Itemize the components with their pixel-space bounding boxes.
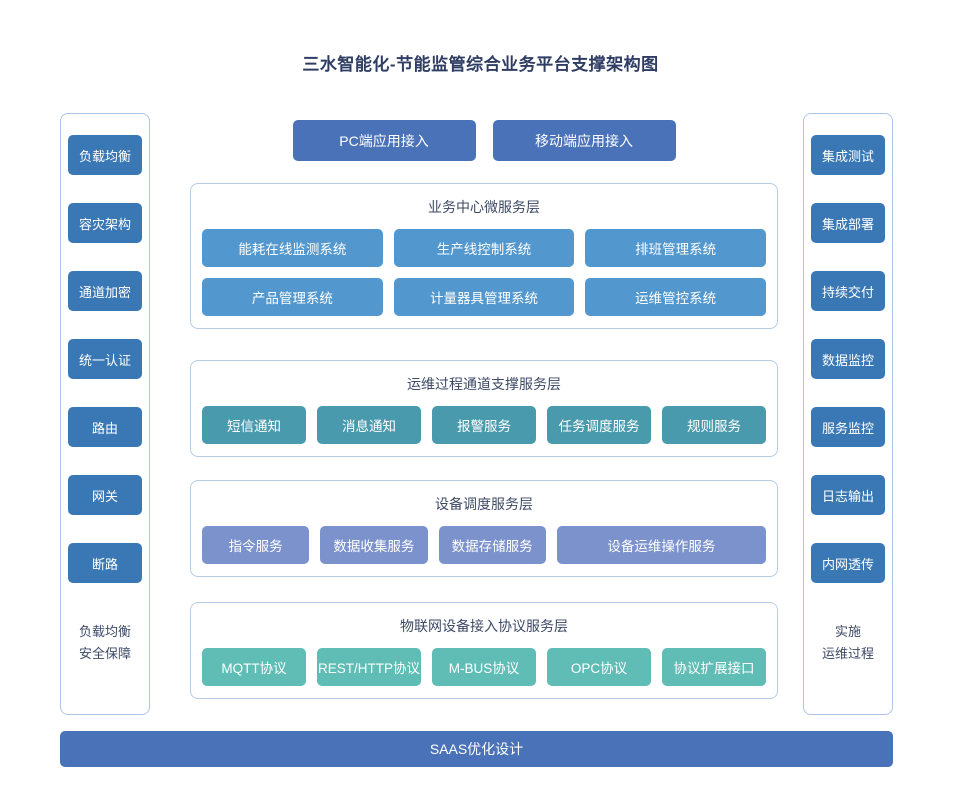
sidebar-item-unified-auth[interactable]: 统一认证	[68, 339, 142, 379]
cell-message-notification[interactable]: 消息通知	[317, 406, 421, 444]
cell-alarm-service[interactable]: 报警服务	[432, 406, 536, 444]
right-sidebar-footer-line2: 运维过程	[821, 646, 874, 661]
layer-business-row-2: 产品管理系统 计量器具管理系统 运维管控系统	[202, 278, 767, 316]
cell-command-service[interactable]: 指令服务	[202, 526, 310, 564]
cell-data-storage-service[interactable]: 数据存储服务	[438, 526, 546, 564]
right-sidebar: 集成测试 集成部署 持续交付 数据监控 服务监控 日志输出 内网透传 实施 运维…	[803, 113, 893, 715]
sidebar-item-circuit-breaker[interactable]: 断路	[68, 543, 142, 583]
layer-business-row-1: 能耗在线监测系统 生产线控制系统 排班管理系统	[202, 229, 767, 267]
cell-shift-management-system[interactable]: 排班管理系统	[585, 229, 767, 267]
sidebar-item-channel-encryption[interactable]: 通道加密	[68, 271, 142, 311]
layer-device-row: 指令服务 数据收集服务 数据存储服务 设备运维操作服务	[202, 526, 766, 564]
layer-protocol-row: MQTT协议 REST/HTTP协议 M-BUS协议 OPC协议 协议扩展接口	[202, 648, 766, 686]
right-sidebar-footer-line1: 实施	[834, 624, 861, 639]
left-sidebar-footer: 负载均衡 安全保障	[79, 621, 131, 665]
cell-data-collection-service[interactable]: 数据收集服务	[320, 526, 428, 564]
access-button-pc[interactable]: PC端应用接入	[292, 120, 476, 161]
sidebar-item-intranet-passthrough[interactable]: 内网透传	[811, 543, 885, 583]
sidebar-item-integration-deployment[interactable]: 集成部署	[811, 203, 885, 243]
layer-device-title: 设备调度服务层	[435, 496, 533, 512]
sidebar-item-continuous-delivery[interactable]: 持续交付	[811, 271, 885, 311]
sidebar-item-routing[interactable]: 路由	[68, 407, 142, 447]
cell-product-management-system[interactable]: 产品管理系统	[202, 278, 383, 316]
sidebar-item-log-output[interactable]: 日志输出	[811, 475, 885, 515]
cell-mqtt-protocol[interactable]: MQTT协议	[202, 648, 306, 686]
cell-protocol-extension-interface[interactable]: 协议扩展接口	[662, 648, 766, 686]
left-sidebar-footer-line1: 负载均衡	[78, 624, 131, 639]
layer-device-scheduling: 设备调度服务层 指令服务 数据收集服务 数据存储服务 设备运维操作服务	[190, 480, 778, 577]
sidebar-item-disaster-recovery[interactable]: 容灾架构	[68, 203, 142, 243]
cell-operations-control-system[interactable]: 运维管控系统	[585, 278, 767, 316]
cell-metering-instrument-management-system[interactable]: 计量器具管理系统	[393, 278, 575, 316]
layer-protocol-title: 物联网设备接入协议服务层	[400, 618, 568, 634]
layer-ops-title: 运维过程通道支撑服务层	[407, 376, 561, 392]
sidebar-item-data-monitoring[interactable]: 数据监控	[811, 339, 885, 379]
access-button-mobile[interactable]: 移动端应用接入	[492, 120, 676, 161]
cell-sms-notification[interactable]: 短信通知	[202, 406, 306, 444]
layer-iot-protocol: 物联网设备接入协议服务层 MQTT协议 REST/HTTP协议 M-BUS协议 …	[190, 602, 778, 699]
layer-business-title: 业务中心微服务层	[428, 199, 540, 215]
sidebar-item-gateway[interactable]: 网关	[68, 475, 142, 515]
cell-rule-service[interactable]: 规则服务	[662, 406, 766, 444]
cell-opc-protocol[interactable]: OPC协议	[547, 648, 651, 686]
right-sidebar-footer: 实施 运维过程	[822, 621, 874, 665]
layer-ops-row: 短信通知 消息通知 报警服务 任务调度服务 规则服务	[202, 406, 766, 444]
cell-device-ops-operation-service[interactable]: 设备运维操作服务	[556, 526, 766, 564]
cell-mbus-protocol[interactable]: M-BUS协议	[432, 648, 536, 686]
left-sidebar: 负载均衡 容灾架构 通道加密 统一认证 路由 网关 断路 负载均衡 安全保障	[60, 113, 150, 715]
sidebar-item-integration-testing[interactable]: 集成测试	[811, 135, 885, 175]
bottom-bar-saas[interactable]: SAAS优化设计	[60, 731, 893, 767]
cell-production-line-control-system[interactable]: 生产线控制系统	[393, 229, 575, 267]
layer-business-microservice: 业务中心微服务层 能耗在线监测系统 生产线控制系统 排班管理系统 产品管理系统 …	[190, 183, 778, 329]
cell-energy-monitoring-system[interactable]: 能耗在线监测系统	[202, 229, 383, 267]
left-sidebar-footer-line2: 安全保障	[78, 646, 131, 661]
cell-rest-http-protocol[interactable]: REST/HTTP协议	[317, 648, 421, 686]
sidebar-item-service-monitoring[interactable]: 服务监控	[811, 407, 885, 447]
page-title: 三水智能化-节能监管综合业务平台支撑架构图	[302, 55, 659, 74]
cell-task-scheduling-service[interactable]: 任务调度服务	[547, 406, 651, 444]
sidebar-item-load-balancing[interactable]: 负载均衡	[68, 135, 142, 175]
access-button-row: PC端应用接入 移动端应用接入	[190, 120, 778, 161]
layer-ops-channel-support: 运维过程通道支撑服务层 短信通知 消息通知 报警服务 任务调度服务 规则服务	[190, 360, 778, 457]
